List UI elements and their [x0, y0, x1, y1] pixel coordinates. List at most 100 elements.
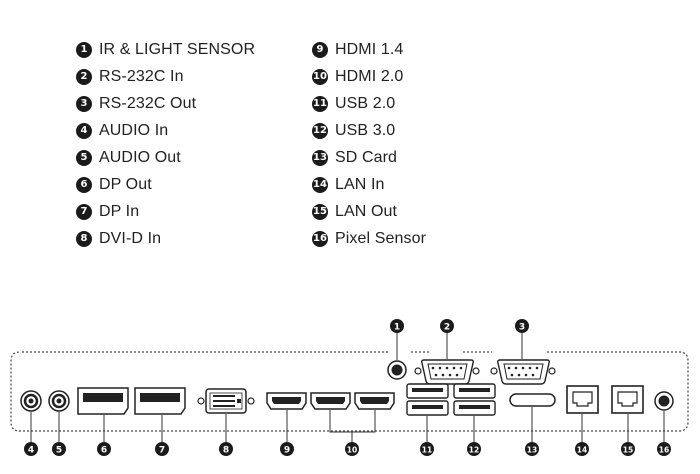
legend-number-badge: 13 [312, 149, 328, 166]
ir-light-sensor-port [387, 360, 407, 380]
legend-label: USB 3.0 [335, 121, 396, 139]
callout-badge-12: 12 [467, 442, 481, 456]
callout-badge-3: 3 [515, 319, 529, 333]
usb-2-0-ports [406, 383, 449, 416]
legend-number-badge: 5 [76, 149, 92, 166]
callout-badge-9: 9 [280, 442, 294, 456]
legend-label: AUDIO In [99, 121, 169, 139]
legend-number-badge: 16 [312, 230, 328, 247]
legend-number-badge: 6 [76, 176, 92, 193]
svg-text:13: 13 [527, 445, 537, 454]
legend-item-9: 9 HDMI 1.4 [312, 36, 426, 63]
svg-text:10: 10 [347, 445, 357, 454]
legend-item-1: 1 IR & LIGHT SENSOR [76, 36, 255, 63]
hdmi-2-0-port-a [310, 392, 351, 410]
svg-text:11: 11 [422, 445, 432, 454]
legend-label: HDMI 2.0 [335, 67, 404, 85]
svg-text:9: 9 [284, 445, 290, 455]
legend-number-badge: 4 [76, 122, 92, 139]
svg-text:4: 4 [28, 445, 34, 455]
legend-item-10: 10 HDMI 2.0 [312, 63, 426, 90]
usb-3-0-ports [453, 383, 496, 416]
legend-label: AUDIO Out [99, 148, 181, 166]
legend-item-16: 16 Pixel Sensor [312, 225, 426, 252]
legend-item-13: 13 SD Card [312, 144, 426, 171]
legend-left-column: 1 IR & LIGHT SENSOR 2 RS-232C In 3 RS-232C … [76, 36, 255, 252]
dp-out-port [77, 387, 129, 415]
pixel-sensor-port [654, 391, 674, 411]
hdmi-1-4-port [266, 392, 307, 410]
connector-panel-diagram: 1 2 3 4 5 6 7 8 9 10 11 12 13 14 15 16 [10, 319, 689, 456]
sd-card-slot [509, 393, 556, 407]
legend-label: DVI-D In [99, 229, 162, 247]
callout-badge-16: 16 [657, 442, 671, 456]
svg-text:2: 2 [444, 322, 450, 332]
callout-badge-6: 6 [97, 442, 111, 456]
legend-label: DP In [99, 202, 140, 220]
legend-number-badge: 10 [312, 68, 328, 85]
legend-label: USB 2.0 [335, 94, 396, 112]
callout-badge-1: 1 [390, 319, 404, 333]
legend-label: LAN In [335, 175, 385, 193]
svg-text:15: 15 [623, 445, 633, 454]
legend-item-5: 5 AUDIO Out [76, 144, 255, 171]
legend-item-7: 7 DP In [76, 198, 255, 225]
legend-number-badge: 9 [312, 41, 328, 58]
legend-number-badge: 8 [76, 230, 92, 247]
dp-in-port [134, 387, 186, 415]
legend-number-badge: 3 [76, 95, 92, 112]
callout-badge-8: 8 [219, 442, 233, 456]
callout-badge-2: 2 [440, 319, 454, 333]
legend-label: SD Card [335, 148, 398, 166]
callout-badge-5: 5 [52, 442, 66, 456]
audio-out-jack [48, 390, 70, 412]
legend-label: IR & LIGHT SENSOR [99, 40, 256, 58]
legend-item-14: 14 LAN In [312, 171, 426, 198]
svg-text:12: 12 [469, 445, 479, 454]
callout-badge-7: 7 [155, 442, 169, 456]
legend-right-column: 9 HDMI 1.4 10 HDMI 2.0 11 USB 2.0 12 USB 3.0… [312, 36, 426, 252]
callout-badge-11: 11 [420, 442, 434, 456]
callout-badge-14: 14 [575, 442, 589, 456]
svg-text:5: 5 [56, 445, 62, 455]
legend-label: Pixel Sensor [335, 229, 427, 247]
callout-badge-10: 10 [345, 442, 359, 456]
callout-leader-lines [30, 332, 665, 442]
svg-text:7: 7 [159, 445, 165, 455]
rs232c-in-port [414, 359, 480, 385]
legend-label: RS-232C In [99, 67, 184, 85]
hdmi-2-0-port-b [354, 392, 395, 410]
lan-in-port [566, 385, 599, 414]
lan-out-port [611, 385, 644, 414]
audio-in-jack [20, 390, 42, 412]
legend-number-badge: 12 [312, 122, 328, 139]
legend-label: DP Out [99, 175, 152, 193]
svg-text:3: 3 [519, 322, 525, 332]
rs232c-out-port [490, 359, 556, 385]
legend-number-badge: 15 [312, 203, 328, 220]
svg-text:1: 1 [394, 322, 400, 332]
legend-number-badge: 1 [76, 41, 92, 58]
legend-number-badge: 11 [312, 95, 328, 112]
legend-number-badge: 2 [76, 68, 92, 85]
legend-item-12: 12 USB 3.0 [312, 117, 426, 144]
legend-number-badge: 14 [312, 176, 328, 193]
legend-item-8: 8 DVI-D In [76, 225, 255, 252]
legend-item-3: 3 RS-232C Out [76, 90, 255, 117]
legend-label: HDMI 1.4 [335, 40, 404, 58]
callout-badge-13: 13 [525, 442, 539, 456]
dvi-d-in-port [197, 388, 255, 414]
svg-text:8: 8 [223, 445, 229, 455]
legend-label: RS-232C Out [99, 94, 197, 112]
legend-number-badge: 7 [76, 203, 92, 220]
legend-item-2: 2 RS-232C In [76, 63, 255, 90]
panel-outline [10, 351, 689, 432]
callout-badge-4: 4 [24, 442, 38, 456]
svg-text:6: 6 [101, 445, 107, 455]
legend-item-6: 6 DP Out [76, 171, 255, 198]
callout-badge-15: 15 [621, 442, 635, 456]
legend-item-11: 11 USB 2.0 [312, 90, 426, 117]
legend-item-4: 4 AUDIO In [76, 117, 255, 144]
svg-text:16: 16 [659, 445, 669, 454]
